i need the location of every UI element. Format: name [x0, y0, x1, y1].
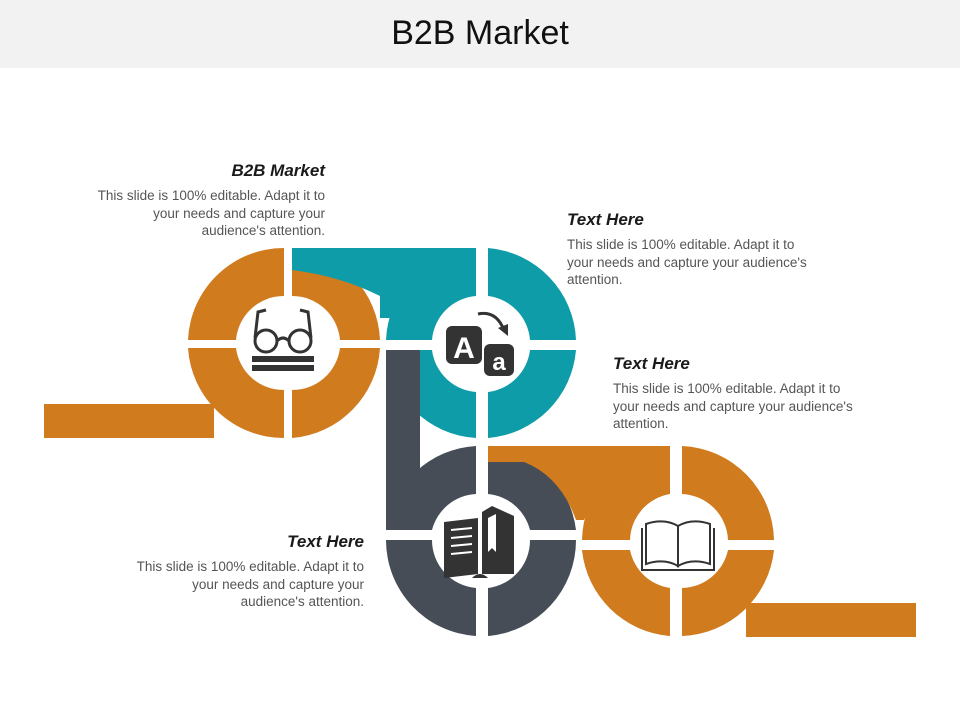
text-block-text-here-3: Text Here This slide is 100% editable. A…	[128, 532, 364, 611]
block-body: This slide is 100% editable. Adapt it to…	[567, 237, 807, 287]
translate-letter-b: a	[492, 349, 506, 376]
ring-3-top-right	[488, 446, 576, 530]
ring-1-top-left	[188, 247, 284, 340]
ring-1-bottom-left	[188, 348, 284, 439]
ring-1-bottom-right	[292, 348, 380, 438]
orange-tail-left	[44, 404, 214, 438]
block-body: This slide is 100% editable. Adapt it to…	[136, 559, 364, 609]
ring-2-top-left	[386, 248, 476, 340]
translate-icon: A a	[446, 311, 514, 376]
ring-orange-1	[44, 247, 380, 439]
ring-slate-3	[385, 350, 577, 636]
block-body: This slide is 100% editable. Adapt it to…	[613, 381, 853, 431]
text-block-text-here-1: Text Here This slide is 100% editable. A…	[567, 210, 807, 289]
open-book-icon	[641, 520, 715, 571]
ring-4-bottom-left	[582, 550, 670, 636]
block-heading: B2B Market	[231, 161, 325, 180]
orange-tail-right	[746, 603, 916, 637]
ring-4-top-left	[582, 446, 670, 540]
open-book-bookmark-icon	[444, 506, 514, 578]
block-heading: Text Here	[613, 354, 690, 373]
ring-3-bottom-right	[488, 540, 577, 636]
block-heading: Text Here	[287, 532, 364, 551]
ring-4-bottom-right	[682, 550, 774, 636]
block-heading: Text Here	[567, 210, 644, 229]
title-bar	[0, 0, 960, 68]
ring-orange-4	[488, 446, 916, 637]
text-block-text-here-2: Text Here This slide is 100% editable. A…	[613, 354, 853, 433]
ring-2-top-right	[488, 248, 576, 340]
translate-letter-a: A	[453, 332, 475, 365]
block-body: This slide is 100% editable. Adapt it to…	[97, 188, 325, 238]
glasses-book-icon	[252, 308, 314, 371]
ring-2-bottom-right	[488, 350, 576, 438]
ring-3-bottom-left	[385, 540, 476, 636]
page-title: B2B Market	[391, 14, 569, 52]
text-block-b2b-market: B2B Market This slide is 100% editable. …	[90, 161, 325, 240]
ring-4-top-right	[682, 446, 774, 540]
ring-3-top-left	[386, 446, 476, 530]
